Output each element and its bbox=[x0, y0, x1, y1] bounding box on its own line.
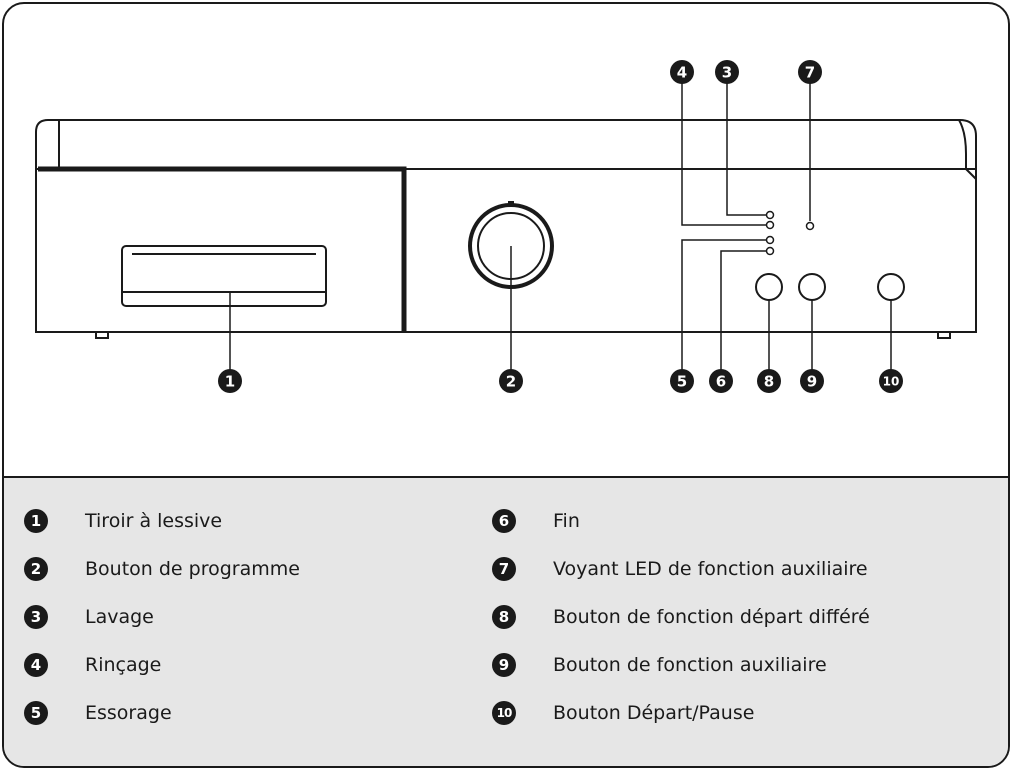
drawer-handle bbox=[121, 245, 327, 307]
control-panel-diagram: 1 2 3 4 5 6 7 8 bbox=[35, 60, 977, 393]
leader-5 bbox=[681, 239, 766, 375]
legend-label-6: Fin bbox=[553, 510, 580, 532]
legend-label-1: Tiroir à lessive bbox=[85, 510, 223, 532]
leader-6 bbox=[720, 250, 766, 375]
delay-start-button[interactable] bbox=[755, 273, 783, 301]
legend: 1 Tiroir à lessive 2 Bouton de programme… bbox=[4, 476, 1008, 766]
legend-item-3: 3 Lavage bbox=[24, 600, 154, 634]
legend-item-10: 10 Bouton Départ/Pause bbox=[492, 696, 754, 730]
callout-5: 5 bbox=[670, 369, 694, 393]
legend-item-5: 5 Essorage bbox=[24, 696, 172, 730]
legend-label-5: Essorage bbox=[85, 702, 172, 724]
start-pause-button[interactable] bbox=[877, 273, 905, 301]
svg-text:5: 5 bbox=[677, 373, 687, 391]
legend-item-9: 9 Bouton de fonction auxiliaire bbox=[492, 648, 827, 682]
legend-label-10: Bouton Départ/Pause bbox=[553, 702, 755, 724]
legend-item-4: 4 Rinçage bbox=[24, 648, 161, 682]
svg-text:4: 4 bbox=[677, 64, 687, 82]
legend-badge-9: 9 bbox=[492, 653, 516, 677]
led-aux bbox=[805, 221, 815, 231]
legend-badge-6: 6 bbox=[492, 509, 516, 533]
legend-item-8: 8 Bouton de fonction départ différé bbox=[492, 600, 870, 634]
drawer-region bbox=[38, 166, 407, 332]
legend-badge-3: 3 bbox=[24, 605, 48, 629]
svg-text:3: 3 bbox=[722, 64, 732, 82]
callout-4: 4 bbox=[670, 60, 694, 84]
callout-8: 8 bbox=[757, 369, 781, 393]
legend-label-7: Voyant LED de fonction auxiliaire bbox=[553, 558, 868, 580]
legend-item-2: 2 Bouton de programme bbox=[24, 552, 300, 586]
right-foot bbox=[937, 332, 951, 339]
svg-text:6: 6 bbox=[716, 373, 726, 391]
svg-text:8: 8 bbox=[764, 373, 774, 391]
legend-badge-1: 1 bbox=[24, 509, 48, 533]
svg-text:9: 9 bbox=[807, 373, 817, 391]
legend-label-2: Bouton de programme bbox=[85, 558, 300, 580]
legend-label-8: Bouton de fonction départ différé bbox=[553, 606, 870, 628]
legend-badge-5: 5 bbox=[24, 701, 48, 725]
led-end bbox=[765, 246, 775, 256]
legend-badge-7: 7 bbox=[492, 557, 516, 581]
legend-item-7: 7 Voyant LED de fonction auxiliaire bbox=[492, 552, 868, 586]
legend-badge-4: 4 bbox=[24, 653, 48, 677]
left-foot bbox=[95, 332, 109, 339]
led-wash bbox=[765, 210, 775, 220]
legend-label-3: Lavage bbox=[85, 606, 154, 628]
svg-text:10: 10 bbox=[883, 375, 900, 389]
leader-3 bbox=[726, 83, 766, 216]
callout-1: 1 bbox=[218, 369, 242, 393]
callout-2: 2 bbox=[499, 369, 523, 393]
panel-outline bbox=[35, 119, 977, 333]
svg-text:2: 2 bbox=[506, 373, 516, 391]
legend-badge-2: 2 bbox=[24, 557, 48, 581]
aux-function-button[interactable] bbox=[798, 273, 826, 301]
callout-6: 6 bbox=[709, 369, 733, 393]
legend-badge-8: 8 bbox=[492, 605, 516, 629]
legend-item-1: 1 Tiroir à lessive bbox=[24, 504, 222, 538]
callout-10: 10 bbox=[879, 369, 903, 393]
callout-7: 7 bbox=[798, 60, 822, 84]
callout-9: 9 bbox=[800, 369, 824, 393]
legend-badge-10: 10 bbox=[492, 701, 516, 725]
svg-text:7: 7 bbox=[805, 64, 815, 82]
svg-text:1: 1 bbox=[225, 373, 235, 391]
led-rinse bbox=[765, 220, 775, 230]
legend-label-4: Rinçage bbox=[85, 654, 162, 676]
legend-item-6: 6 Fin bbox=[492, 504, 580, 538]
legend-label-9: Bouton de fonction auxiliaire bbox=[553, 654, 827, 676]
leader-4 bbox=[681, 83, 766, 226]
callout-3: 3 bbox=[715, 60, 739, 84]
led-spin bbox=[765, 235, 775, 245]
